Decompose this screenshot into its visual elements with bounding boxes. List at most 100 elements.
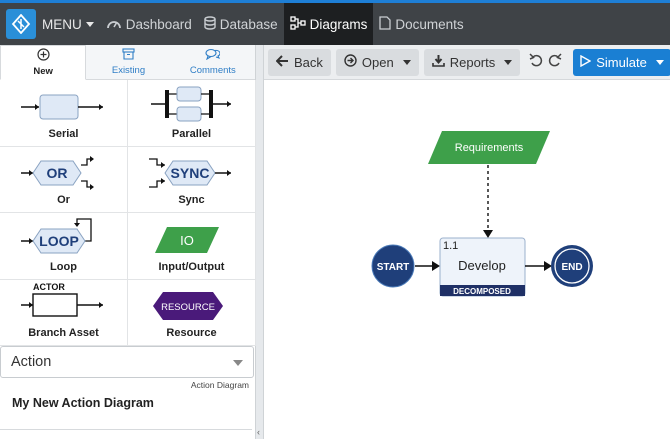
requirements-node[interactable]: Requirements xyxy=(428,131,550,164)
dashboard-icon xyxy=(106,16,122,33)
palette-item-or[interactable]: OR Or xyxy=(0,146,128,213)
io-shape-text: IO xyxy=(180,233,194,248)
or-shape-icon: OR xyxy=(20,156,94,190)
redo-button[interactable] xyxy=(548,49,562,76)
panel-tabs: New Existing Comments xyxy=(0,45,255,80)
diagram-type-value: Action xyxy=(11,354,52,370)
palette-panel: New Existing Comments Serial xyxy=(0,45,256,439)
start-node[interactable]: START xyxy=(371,244,415,288)
panel-splitter[interactable]: ‹ xyxy=(256,45,264,439)
develop-action-node[interactable]: 1.1 Develop DECOMPOSED xyxy=(439,237,526,297)
nav-documents-label: Documents xyxy=(395,16,464,32)
diagram-icon xyxy=(289,15,306,34)
menu-button[interactable]: MENU xyxy=(42,17,94,32)
chevron-down-icon xyxy=(655,59,664,65)
palette-label-parallel: Parallel xyxy=(171,127,212,140)
reports-button[interactable]: Reports xyxy=(423,48,521,76)
tab-comments-label: Comments xyxy=(189,65,236,76)
back-label: Back xyxy=(294,54,323,70)
palette-item-parallel[interactable]: Parallel xyxy=(128,80,256,147)
arrowhead-icon xyxy=(483,230,493,238)
resource-shape-text: RESOURCE xyxy=(161,302,215,313)
nav-diagrams-label: Diagrams xyxy=(309,16,368,32)
download-icon xyxy=(431,54,445,70)
tab-new[interactable]: New xyxy=(0,45,87,80)
action-number: 1.1 xyxy=(443,240,458,252)
loop-shape-icon: LOOP xyxy=(20,217,92,253)
chevron-down-icon xyxy=(233,360,243,366)
diagram-svg: Requirements START 1.1 Develop DECOMPOSE… xyxy=(371,131,593,297)
palette-item-loop[interactable]: LOOP Loop xyxy=(0,213,128,280)
tab-existing-label: Existing xyxy=(111,65,146,76)
arrowhead-icon xyxy=(544,261,552,271)
io-shape-icon: IO xyxy=(154,226,219,253)
serial-shape-icon xyxy=(20,94,103,119)
nav-documents[interactable]: Documents xyxy=(373,3,469,45)
palette-label-input-output: Input/Output xyxy=(158,260,225,273)
palette-item-resource[interactable]: RESOURCE Resource xyxy=(128,279,256,346)
palette-label-branch-asset: Branch Asset xyxy=(28,327,99,339)
database-icon xyxy=(204,15,216,33)
palette-item-sync[interactable]: SYNC Sync xyxy=(128,146,256,213)
undo-button[interactable] xyxy=(529,49,543,76)
palette-label-loop: Loop xyxy=(50,260,77,273)
diagram-name[interactable]: My New Action Diagram xyxy=(12,396,154,410)
palette-item-serial[interactable]: Serial xyxy=(0,80,128,147)
nav-dashboard-label: Dashboard xyxy=(125,16,192,32)
arrow-left-icon xyxy=(275,54,289,70)
reports-label: Reports xyxy=(449,54,496,70)
undo-icon xyxy=(529,52,543,72)
tab-existing[interactable]: Existing xyxy=(86,45,170,79)
palette-grid: Serial Parallel OR xyxy=(0,80,256,346)
plus-circle-icon xyxy=(37,48,50,64)
nav-dashboard[interactable]: Dashboard xyxy=(100,3,198,45)
action-label: Develop xyxy=(458,258,506,273)
nav-database[interactable]: Database xyxy=(198,3,284,45)
diagram-type-hint: Action Diagram xyxy=(190,380,249,390)
arrowhead-icon xyxy=(432,261,440,271)
diagram-canvas[interactable]: Requirements START 1.1 Develop DECOMPOSE… xyxy=(264,80,670,439)
end-label: END xyxy=(561,262,582,273)
chevron-down-icon xyxy=(402,59,411,65)
document-icon xyxy=(379,15,392,33)
open-label: Open xyxy=(361,54,394,70)
redo-icon xyxy=(548,52,562,72)
palette-label-or: Or xyxy=(57,194,70,206)
end-node[interactable]: END xyxy=(551,245,593,287)
play-icon xyxy=(580,54,592,70)
or-shape-text: OR xyxy=(46,165,67,181)
menu-label: MENU xyxy=(42,16,82,32)
chevron-down-icon xyxy=(85,21,94,27)
tab-comments[interactable]: Comments xyxy=(171,45,255,79)
open-button[interactable]: Open xyxy=(335,48,419,76)
actor-shape-icon: ACTOR xyxy=(20,282,103,317)
palette-label-sync: Sync xyxy=(178,194,205,206)
archive-icon xyxy=(122,48,135,63)
palette-label-serial: Serial xyxy=(48,127,79,140)
comments-icon xyxy=(205,48,221,63)
palette-item-input-output[interactable]: IO Input/Output xyxy=(128,213,256,280)
nav-diagrams[interactable]: Diagrams xyxy=(283,3,374,45)
simulate-button[interactable]: Simulate xyxy=(573,48,670,76)
palette-label-resource: Resource xyxy=(166,327,217,339)
collapse-arrow-icon[interactable]: ‹ xyxy=(257,427,260,437)
diagram-toolbar: Back Open Reports Simulate xyxy=(264,45,670,80)
resource-shape-icon: RESOURCE xyxy=(152,292,223,320)
diagram-type-select[interactable]: Action xyxy=(0,346,254,378)
tab-new-label: New xyxy=(33,66,53,77)
start-label: START xyxy=(377,262,410,273)
back-button[interactable]: Back xyxy=(268,48,331,76)
simulate-label: Simulate xyxy=(596,54,647,70)
palette-item-branch-asset[interactable]: ACTOR Branch Asset xyxy=(0,279,128,346)
sync-shape-icon: SYNC xyxy=(148,158,231,188)
requirements-label: Requirements xyxy=(455,142,524,154)
divider xyxy=(0,429,252,430)
arrow-circle-right-icon xyxy=(344,54,357,70)
parallel-shape-icon xyxy=(150,86,231,121)
sync-shape-text: SYNC xyxy=(170,165,209,181)
nav-database-label: Database xyxy=(219,16,278,32)
top-nav: MENU Dashboard Database Diagrams Documen… xyxy=(0,0,670,45)
chevron-down-icon xyxy=(504,59,513,65)
actor-shape-text: ACTOR xyxy=(33,282,65,292)
app-logo[interactable] xyxy=(6,9,36,39)
